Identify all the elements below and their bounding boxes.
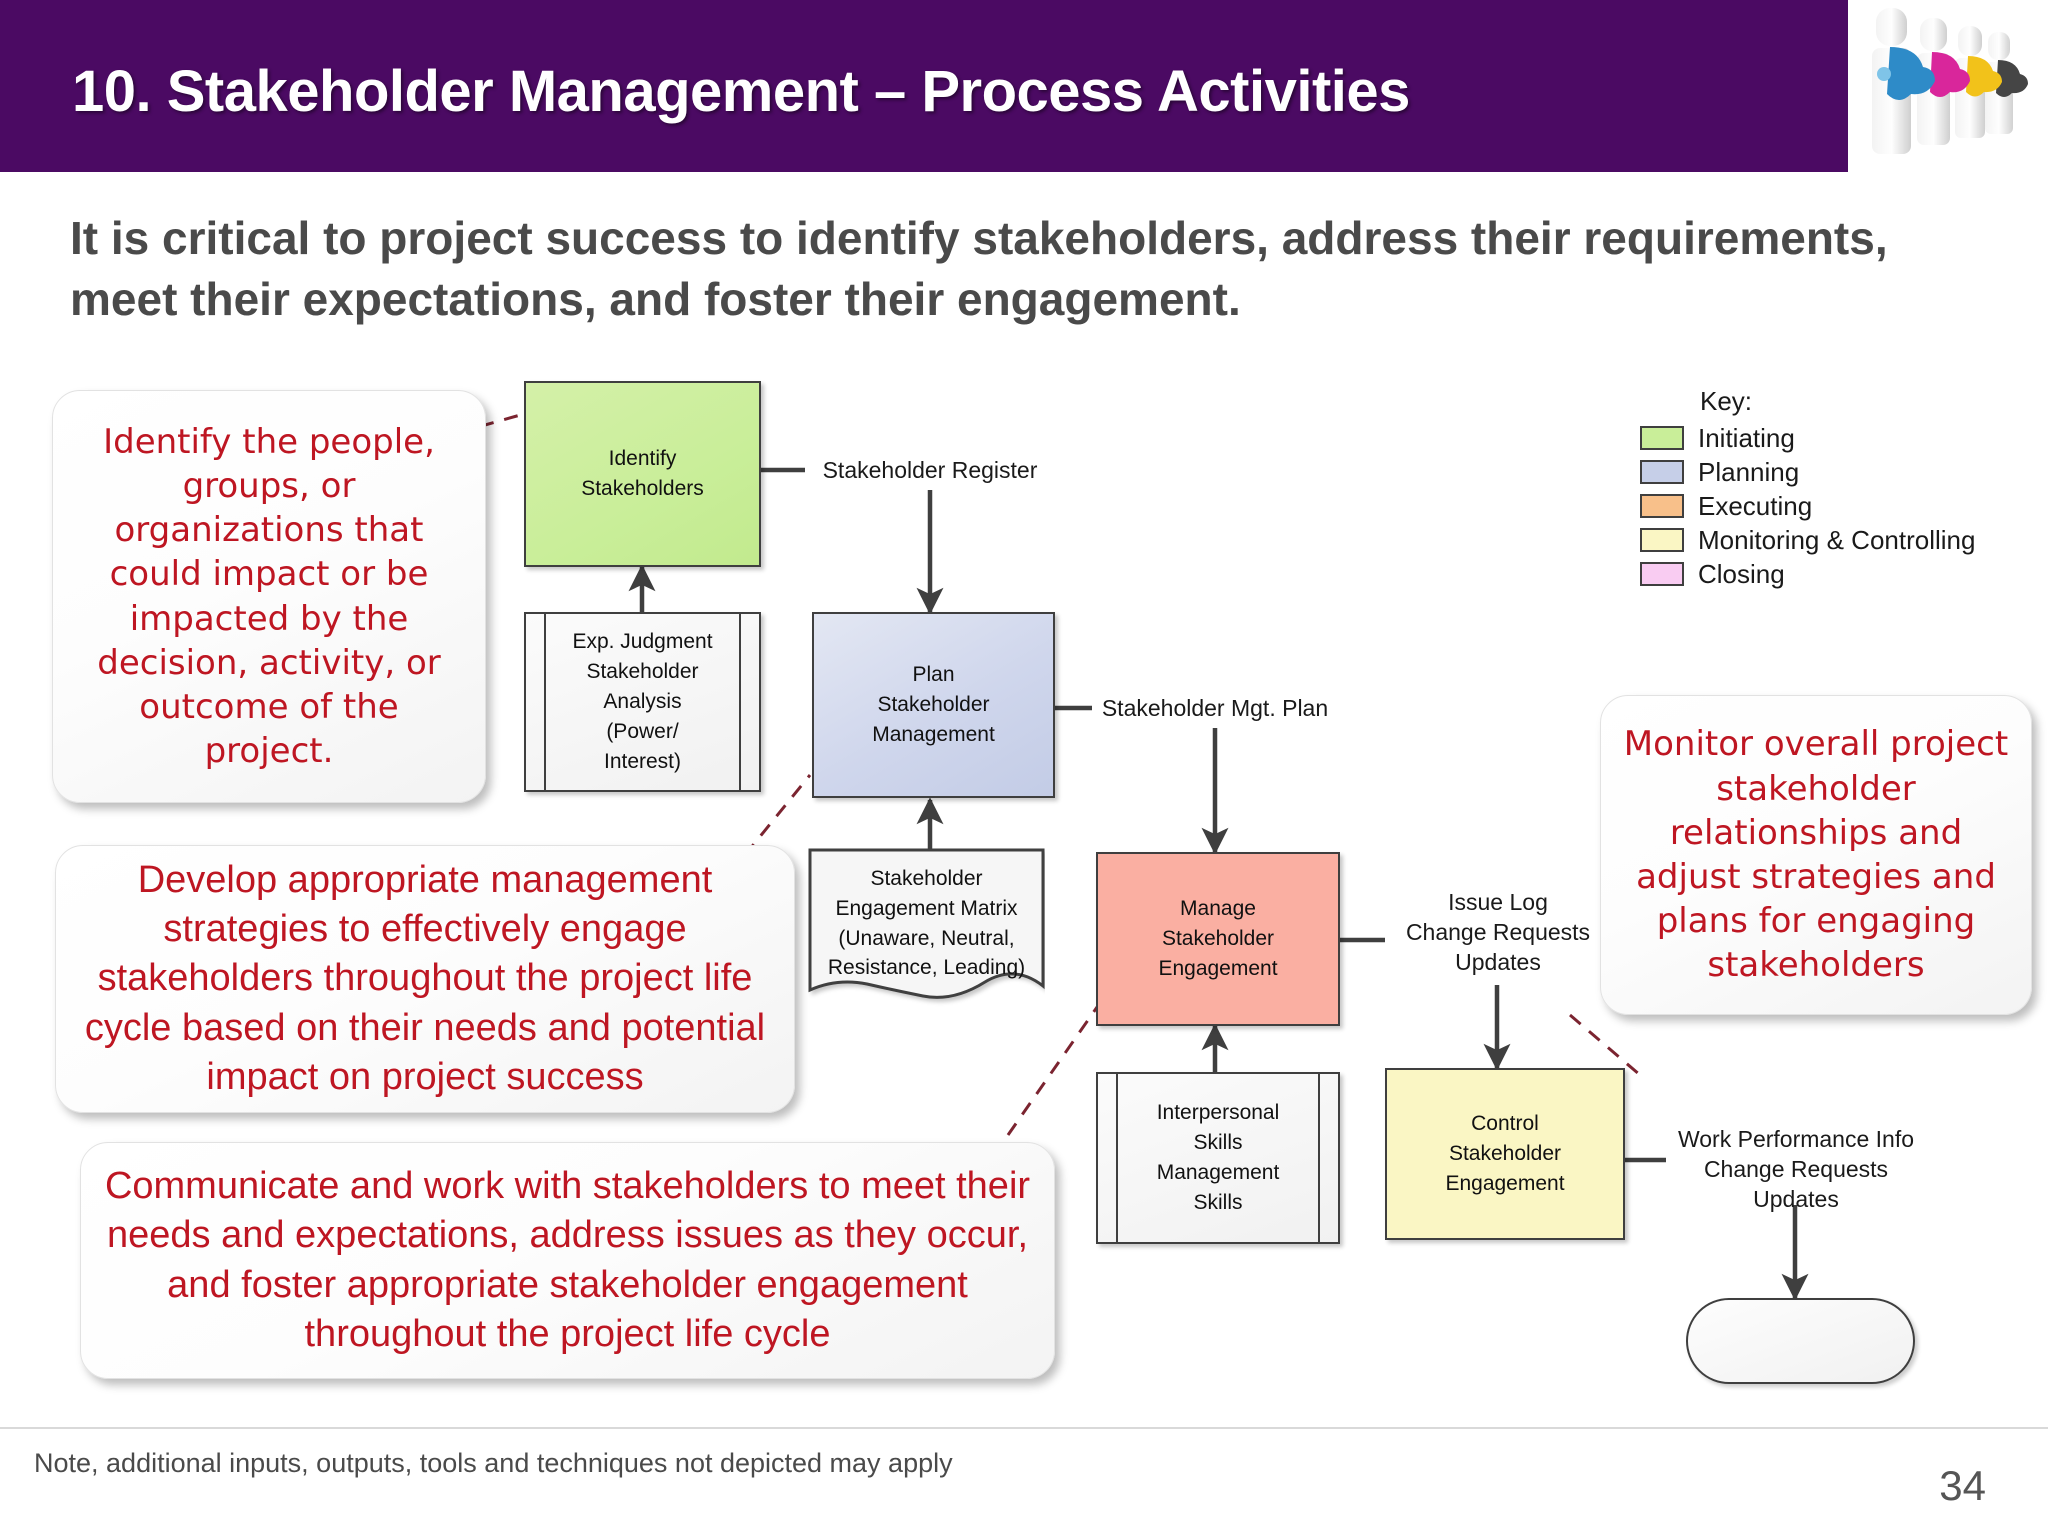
key-label-executing: Executing [1698,490,1813,521]
key-swatch-executing [1640,494,1684,518]
node-stakeholder-engagement-matrix-label: Stakeholder Engagement Matrix (Unaware, … [827,867,1026,980]
node-manage-stakeholder-engagement[interactable]: Manage Stakeholder Engagement [1096,852,1340,1026]
node-plan-stakeholder-management-label: Plan Stakeholder Management [872,663,995,746]
key-label-initiating: Initiating [1698,422,1795,453]
callout-develop[interactable]: Develop appropriate management strategie… [55,845,795,1113]
node-plan-stakeholder-management[interactable]: Plan Stakeholder Management [812,612,1055,798]
page-title: 10. Stakeholder Management – Process Act… [72,59,1410,124]
key-row-closing: Closing [1640,557,2040,591]
callout-identify[interactable]: Identify the people, groups, or organiza… [52,390,486,803]
callout-identify-text: Identify the people, groups, or organiza… [97,421,441,772]
title-bar [0,0,1848,172]
footer-note: Note, additional inputs, outputs, tools … [34,1448,953,1478]
key-swatch-planning [1640,460,1684,484]
node-stakeholder-engagement-matrix[interactable]: Stakeholder Engagement Matrix (Unaware, … [808,848,1045,1014]
node-control-stakeholder-engagement-label: Control Stakeholder Engagement [1445,1112,1565,1195]
key-title: Key: [1700,386,1753,416]
key-swatch-initiating [1640,426,1684,450]
slide-subtitle: It is critical to project success to ide… [70,212,1888,325]
edge-label-manage-outputs: Issue Log Change Requests Updates [1405,889,1591,975]
key-label-closing: Closing [1698,558,1785,589]
key-swatch-closing [1640,562,1684,586]
node-control-stakeholder-engagement[interactable]: Control Stakeholder Engagement [1385,1068,1625,1240]
page-number: 34 [1939,1462,1986,1509]
node-interpersonal-skills[interactable]: Interpersonal Skills Management Skills [1096,1072,1340,1244]
node-manage-stakeholder-engagement-label: Manage Stakeholder Engagement [1158,897,1278,980]
node-interpersonal-skills-label: Interpersonal Skills Management Skills [1156,1101,1280,1214]
key-row-initiating: Initiating [1640,421,2040,455]
node-exp-judgment-label: Exp. Judgment Stakeholder Analysis (Powe… [572,630,713,773]
key-legend: Key: Initiating Planning Executing Monit… [1640,386,2040,591]
key-row-planning: Planning [1640,455,2040,489]
edge-label-stakeholder-mgt-plan: Stakeholder Mgt. Plan [1101,695,1329,721]
callout-communicate[interactable]: Communicate and work with stakeholders t… [80,1142,1055,1379]
callout-communicate-text: Communicate and work with stakeholders t… [104,1164,1031,1355]
key-row-executing: Executing [1640,489,2040,523]
node-identify-stakeholders[interactable]: Identify Stakeholders [524,381,761,567]
callout-monitor-text: Monitor overall project stakeholder rela… [1623,724,2009,986]
node-terminal-end[interactable] [1686,1298,1915,1384]
key-swatch-monitoring [1640,528,1684,552]
callout-monitor[interactable]: Monitor overall project stakeholder rela… [1600,695,2032,1015]
callout-develop-text: Develop appropriate management strategie… [84,858,766,1099]
footer-divider [0,1427,2048,1429]
node-exp-judgment[interactable]: Exp. Judgment Stakeholder Analysis (Powe… [524,612,761,792]
key-row-monitoring: Monitoring & Controlling [1640,523,2040,557]
node-identify-stakeholders-label: Identify Stakeholders [581,447,704,500]
edge-label-stakeholder-register: Stakeholder Register [822,457,1038,483]
stakeholders-puzzle-figures-image [1848,0,2048,178]
edge-label-control-outputs: Work Performance Info Change Requests Up… [1677,1126,1915,1212]
key-label-planning: Planning [1698,456,1800,487]
key-label-monitoring: Monitoring & Controlling [1698,524,1976,555]
